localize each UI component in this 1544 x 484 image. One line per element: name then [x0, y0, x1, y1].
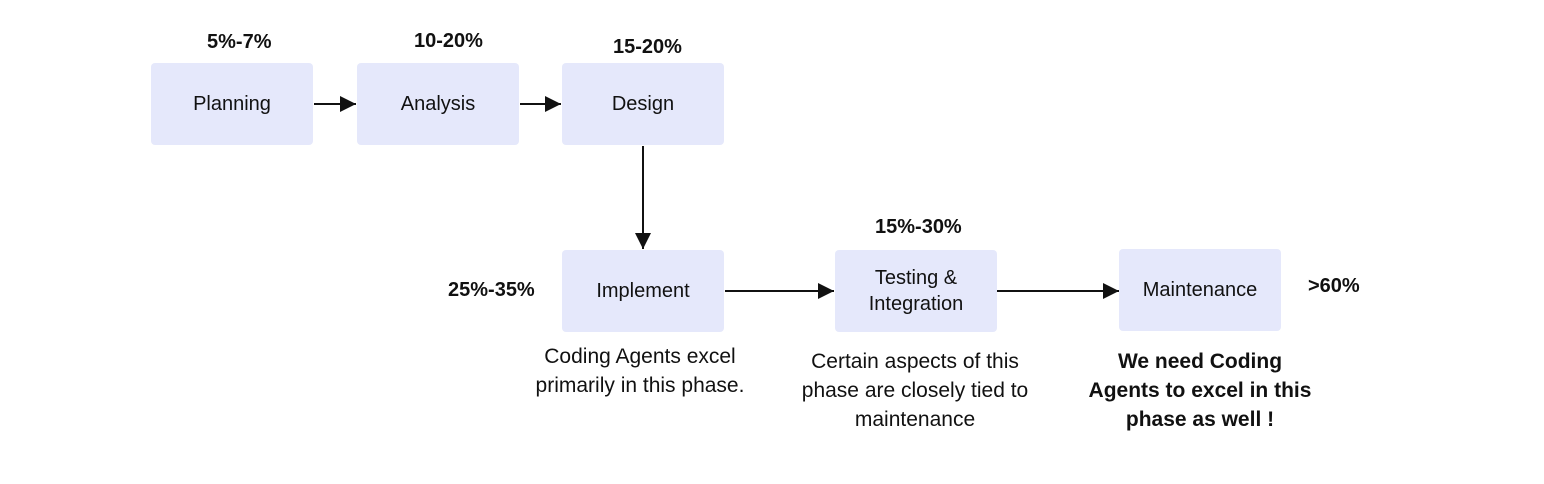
analysis-share-label: 10-20% [414, 30, 483, 52]
phase-label-analysis: Analysis [400, 93, 476, 115]
implement-note-line: Coding Agents excel [544, 345, 736, 368]
phase-label-design: Design [611, 93, 675, 115]
design-share-label: 15-20% [613, 36, 682, 58]
phase-label-planning: Planning [193, 93, 271, 115]
phase-label-maintenance: Maintenance [1142, 279, 1258, 301]
phase-box-maintenance: Maintenance [1119, 249, 1281, 331]
maintenance-note-line: Agents to excel in this [1088, 379, 1312, 402]
implement-share-label: 25%-35% [448, 279, 535, 301]
planning-share-label: 5%-7% [207, 31, 272, 53]
phase-label-testing-line2: Integration [868, 293, 964, 315]
phase-box-testing: Testing & Integration [835, 250, 997, 332]
implement-note: Coding Agents excel primarily in this ph… [503, 342, 777, 400]
phase-label-testing: Testing & Integration [869, 265, 964, 317]
testing-note-line: phase are closely tied to [801, 379, 1029, 402]
testing-note-line: maintenance [854, 408, 976, 431]
testing-note-line: Certain aspects of this [811, 350, 1019, 373]
phase-label-testing-line1: Testing & [874, 267, 958, 289]
testing-note: Certain aspects of this phase are closel… [775, 347, 1055, 434]
maintenance-note-line: We need Coding [1117, 350, 1283, 373]
testing-share-label: 15%-30% [875, 216, 962, 238]
phase-box-planning: Planning [151, 63, 313, 145]
phase-box-design: Design [562, 63, 724, 145]
maintenance-note: We need Coding Agents to excel in this p… [1060, 347, 1340, 434]
maintenance-note-line: phase as well ! [1125, 408, 1275, 431]
phase-box-implement: Implement [562, 250, 724, 332]
implement-note-line: primarily in this phase. [535, 374, 745, 397]
phase-box-analysis: Analysis [357, 63, 519, 145]
maintenance-share-label: >60% [1308, 275, 1360, 297]
phase-label-implement: Implement [596, 280, 690, 302]
